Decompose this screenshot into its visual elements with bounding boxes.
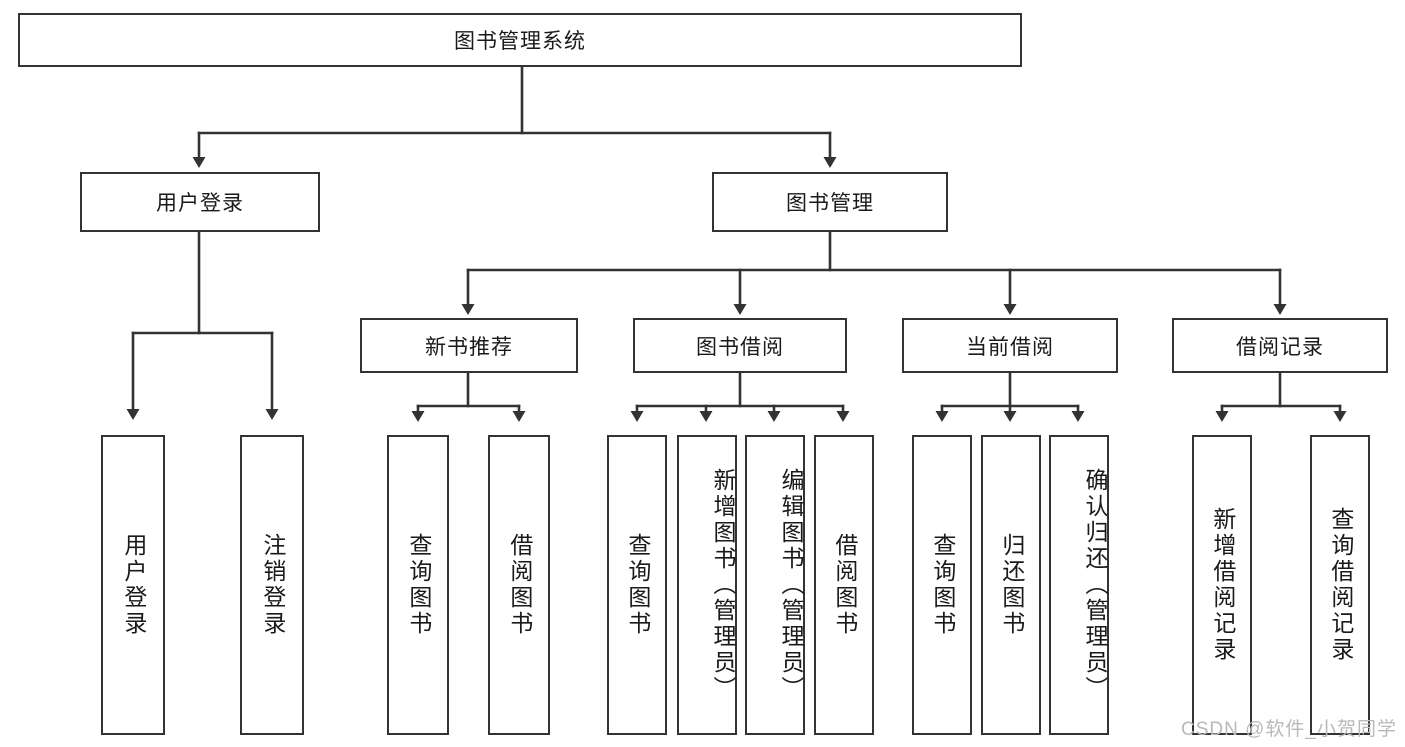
node-leaf-query-borrow-record[interactable]: 查询借阅记录 — [1310, 435, 1370, 735]
node-book-borrow[interactable]: 图书借阅 — [633, 318, 847, 373]
node-label: 编辑图书（管理员） — [778, 468, 804, 702]
node-leaf-logout-login[interactable]: 注销登录 — [240, 435, 304, 735]
node-current-borrow[interactable]: 当前借阅 — [902, 318, 1118, 373]
node-book-management-system[interactable]: 图书管理系统 — [18, 13, 1022, 67]
node-leaf-borrow-book-2[interactable]: 借阅图书 — [814, 435, 874, 735]
node-label: 用户登录 — [120, 533, 147, 637]
node-leaf-add-book[interactable]: 新增图书（管理员） — [677, 435, 737, 735]
node-label: 查询图书 — [624, 533, 651, 637]
node-label: 新书推荐 — [425, 335, 513, 359]
node-label: 新增图书（管理员） — [710, 468, 736, 702]
node-new-book-recommend[interactable]: 新书推荐 — [360, 318, 578, 373]
node-borrow-record[interactable]: 借阅记录 — [1172, 318, 1388, 373]
node-leaf-confirm-return[interactable]: 确认归还（管理员） — [1049, 435, 1109, 735]
node-label: 注销登录 — [259, 533, 286, 637]
node-label: 确认归还（管理员） — [1082, 468, 1108, 702]
node-leaf-query-book-2[interactable]: 查询图书 — [607, 435, 667, 735]
node-label: 借阅记录 — [1236, 335, 1324, 359]
node-label: 图书管理 — [786, 192, 874, 215]
node-label: 图书管理系统 — [454, 30, 586, 53]
node-leaf-add-borrow-record[interactable]: 新增借阅记录 — [1192, 435, 1252, 735]
node-leaf-query-book-1[interactable]: 查询图书 — [387, 435, 449, 735]
node-label: 用户登录 — [156, 192, 244, 215]
node-label: 借阅图书 — [831, 533, 858, 637]
node-label: 归还图书 — [998, 533, 1025, 637]
node-leaf-borrow-book-1[interactable]: 借阅图书 — [488, 435, 550, 735]
node-label: 查询借阅记录 — [1327, 507, 1354, 663]
node-leaf-return-book[interactable]: 归还图书 — [981, 435, 1041, 735]
node-label: 借阅图书 — [506, 533, 533, 637]
node-leaf-user-login[interactable]: 用户登录 — [101, 435, 165, 735]
node-label: 新增借阅记录 — [1209, 507, 1236, 663]
node-leaf-query-book-3[interactable]: 查询图书 — [912, 435, 972, 735]
node-label: 查询图书 — [929, 533, 956, 637]
node-label: 图书借阅 — [696, 335, 784, 359]
node-book-management[interactable]: 图书管理 — [712, 172, 948, 232]
node-label: 当前借阅 — [966, 335, 1054, 359]
node-user-login[interactable]: 用户登录 — [80, 172, 320, 232]
node-label: 查询图书 — [405, 533, 432, 637]
node-leaf-edit-book[interactable]: 编辑图书（管理员） — [745, 435, 805, 735]
